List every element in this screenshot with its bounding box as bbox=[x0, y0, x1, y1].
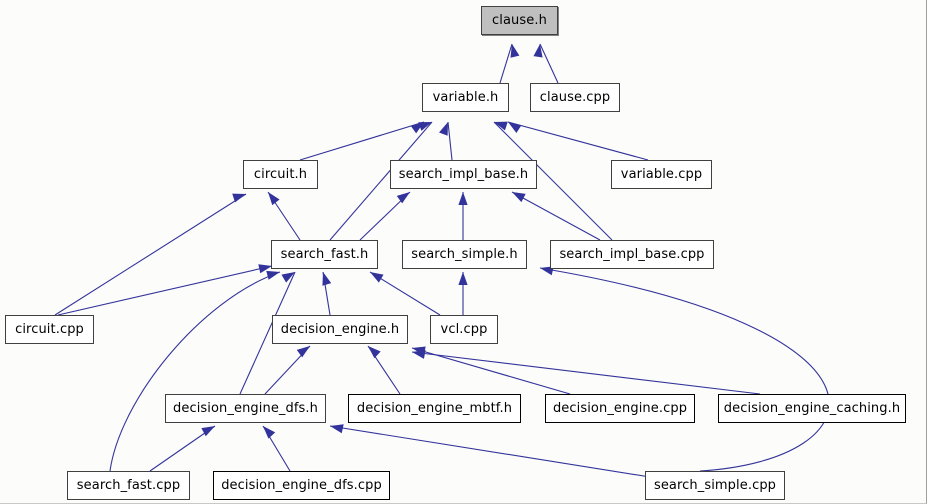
arrowhead-variable_h-to-clause_h bbox=[510, 44, 520, 58]
arrowhead-vcl_cpp-to-search_fast_h bbox=[370, 272, 384, 283]
arrowhead-decision_engine_dfs_h-to-decision_engine_h bbox=[296, 346, 310, 358]
arrowhead-decision_engine_h-to-search_fast_h bbox=[322, 272, 332, 286]
graph-node-label: circuit.cpp bbox=[15, 322, 84, 337]
graph-node-vcl-cpp[interactable]: vcl.cpp bbox=[430, 315, 498, 344]
graph-node-search-simple-h[interactable]: search_simple.h bbox=[402, 240, 527, 269]
edge-search_impl_base_h-to-variable_h bbox=[447, 121, 453, 161]
graph-node-label: clause.cpp bbox=[539, 90, 611, 105]
arrowhead-search_fast_cpp-to-search_fast_h bbox=[266, 270, 280, 280]
arrowhead-search_fast_h-to-variable_h bbox=[418, 122, 432, 131]
arrowhead-search_impl_base_cpp-to-variable_h bbox=[494, 121, 508, 131]
graph-node-decision-engine-dfs-h[interactable]: decision_engine_dfs.h bbox=[165, 394, 326, 423]
graph-node-search-fast-cpp[interactable]: search_fast.cpp bbox=[67, 471, 190, 500]
edge-circuit_cpp-to-search_fast_h bbox=[57, 265, 273, 316]
graph-node-decision-engine-h[interactable]: decision_engine.h bbox=[272, 315, 408, 344]
edge-clause_cpp-to-clause_h bbox=[539, 43, 559, 84]
edge-search_simple_cpp-to-search_simple_h bbox=[539, 267, 830, 472]
edge-vcl_cpp-to-search_fast_h bbox=[369, 271, 441, 316]
graph-node-label: search_simple.cpp bbox=[653, 478, 777, 493]
graph-node-circuit-h[interactable]: circuit.h bbox=[243, 160, 318, 189]
graph-node-circuit-cpp[interactable]: circuit.cpp bbox=[5, 315, 94, 344]
graph-node-label: search_simple.h bbox=[411, 247, 518, 262]
graph-node-search-impl-base-h[interactable]: search_impl_base.h bbox=[390, 160, 537, 189]
graph-node-variable-h[interactable]: variable.h bbox=[422, 83, 509, 112]
graph-node-label: decision_engine_caching.h bbox=[723, 401, 901, 416]
arrowhead-circuit_cpp-to-search_fast_h bbox=[258, 264, 272, 274]
graph-node-label: search_impl_base.h bbox=[398, 167, 529, 182]
graph-node-label: variable.cpp bbox=[620, 167, 703, 182]
graph-node-label: vcl.cpp bbox=[440, 322, 488, 337]
edge-decision_engine_mbtf_h-to-decision_engine_h bbox=[367, 345, 401, 395]
edge-decision_engine_cpp-to-decision_engine_h bbox=[411, 347, 571, 395]
arrowhead-circuit_h-to-variable_h bbox=[410, 122, 424, 134]
graph-node-label: circuit.h bbox=[253, 167, 308, 182]
graph-node-label: decision_engine_dfs.h bbox=[173, 401, 318, 416]
graph-node-clause-cpp[interactable]: clause.cpp bbox=[530, 83, 620, 112]
edge-search_fast_h-to-search_impl_base_h bbox=[359, 191, 411, 241]
graph-node-decision-engine-caching-h[interactable]: decision_engine_caching.h bbox=[718, 394, 906, 423]
edge-search_impl_base_cpp-to-search_impl_base_h bbox=[511, 191, 601, 241]
graph-node-label: clause.h bbox=[492, 13, 547, 28]
graph-node-label: search_impl_base.cpp bbox=[559, 247, 705, 262]
arrowhead-decision_engine_mbtf_h-to-decision_engine_h bbox=[368, 346, 381, 359]
arrowhead-search_impl_base_h-to-variable_h bbox=[439, 122, 448, 136]
edge-circuit_cpp-to-circuit_h bbox=[54, 193, 247, 316]
edge-circuit_h-to-variable_h bbox=[299, 121, 425, 161]
arrowhead-search_fast_h-to-search_impl_base_h bbox=[396, 192, 410, 204]
graph-node-label: decision_engine.cpp bbox=[552, 401, 688, 416]
edge-search_fast_h-to-circuit_h bbox=[267, 191, 301, 241]
arrowhead-search_fast_cpp-to-decision_engine_dfs_h bbox=[201, 426, 215, 437]
edge-decision_engine_h-to-search_fast_h bbox=[322, 271, 331, 316]
graph-node-label: variable.h bbox=[432, 90, 499, 105]
arrowhead-circuit_cpp-to-circuit_h bbox=[232, 193, 246, 203]
arrowhead-search_simple_h-to-search_impl_base_h bbox=[458, 192, 468, 205]
arrowhead-search_impl_base_cpp-to-search_impl_base_h bbox=[512, 192, 526, 203]
arrowhead-decision_engine_caching_h-to-decision_engine_h bbox=[412, 349, 426, 359]
graph-node-label: decision_engine.h bbox=[280, 322, 400, 337]
graph-node-search-fast-h[interactable]: search_fast.h bbox=[271, 240, 378, 269]
edge-decision_engine_caching_h-to-decision_engine_h bbox=[411, 351, 761, 395]
arrowhead-search_simple_cpp-to-decision_engine_dfs_h bbox=[330, 424, 344, 434]
graph-node-decision-engine-mbtf-h[interactable]: decision_engine_mbtf.h bbox=[348, 394, 521, 423]
edge-search_fast_cpp-to-search_fast_h bbox=[109, 271, 281, 472]
graph-node-decision-engine-cpp[interactable]: decision_engine.cpp bbox=[545, 394, 695, 423]
graph-node-label: search_fast.cpp bbox=[76, 478, 181, 493]
edge-search_simple_cpp-to-decision_engine_dfs_h bbox=[329, 425, 651, 478]
arrowhead-vcl_cpp-to-search_simple_h bbox=[458, 272, 468, 285]
graph-node-label: search_fast.h bbox=[280, 247, 369, 262]
arrowhead-variable_cpp-to-variable_h bbox=[508, 122, 522, 133]
arrowhead-decision_engine_dfs_h-to-search_fast_h bbox=[281, 272, 295, 283]
edge-decision_engine_dfs_h-to-decision_engine_h bbox=[264, 345, 311, 395]
graph-node-label: decision_engine_mbtf.h bbox=[356, 401, 513, 416]
graph-node-search-impl-base-cpp[interactable]: search_impl_base.cpp bbox=[550, 240, 714, 269]
graph-node-search-simple-cpp[interactable]: search_simple.cpp bbox=[645, 471, 785, 500]
arrowhead-search_fast_h-to-circuit_h bbox=[268, 192, 280, 206]
graph-node-clause-h[interactable]: clause.h bbox=[481, 6, 558, 35]
edge-search_fast_cpp-to-decision_engine_dfs_h bbox=[149, 425, 216, 472]
graph-node-label: decision_engine_dfs.cpp bbox=[221, 478, 382, 493]
graph-node-decision-engine-dfs-cpp[interactable]: decision_engine_dfs.cpp bbox=[213, 471, 390, 500]
arrowhead-decision_engine_dfs_cpp-to-decision_engine_dfs_h bbox=[263, 426, 276, 439]
arrowhead-clause_cpp-to-clause_h bbox=[533, 44, 543, 58]
arrowhead-decision_engine_cpp-to-decision_engine_h bbox=[412, 346, 426, 356]
edge-decision_engine_dfs_cpp-to-decision_engine_dfs_h bbox=[262, 425, 291, 472]
graph-node-variable-cpp[interactable]: variable.cpp bbox=[611, 160, 712, 189]
edge-variable_cpp-to-variable_h bbox=[507, 121, 649, 161]
edge-variable_h-to-clause_h bbox=[499, 43, 513, 84]
